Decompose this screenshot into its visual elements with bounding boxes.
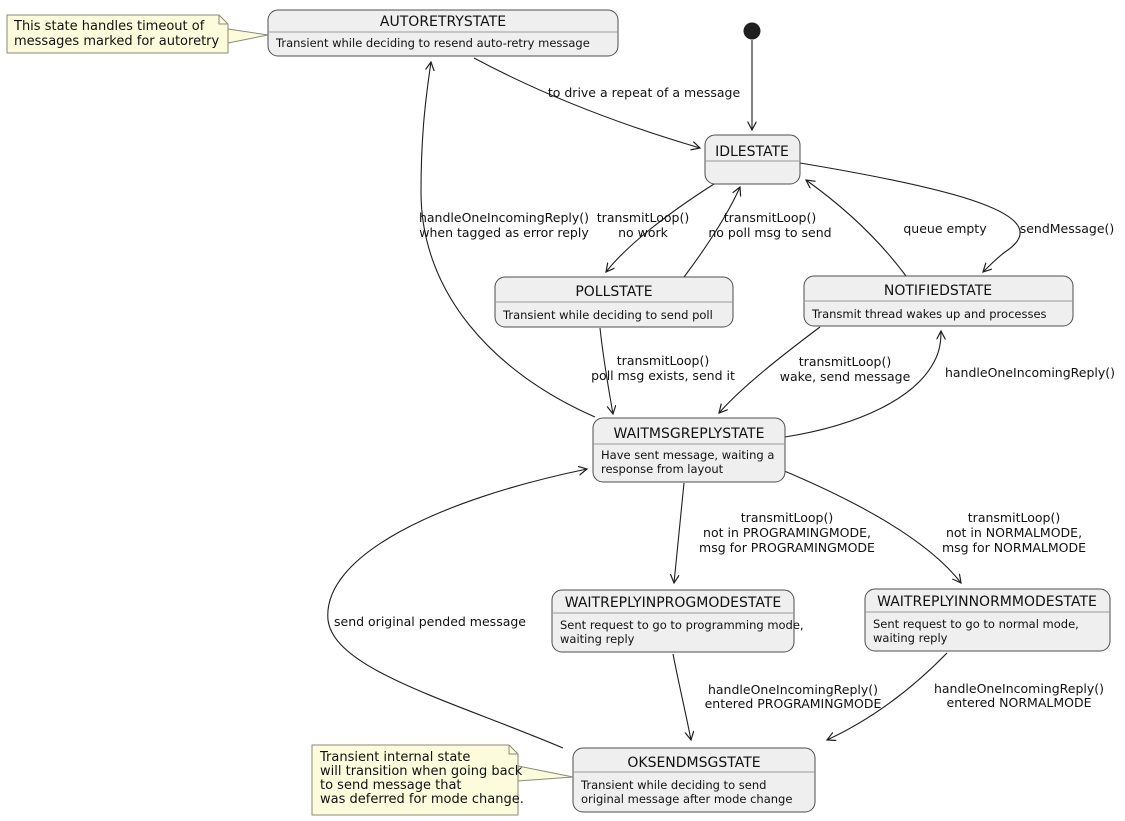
transition-edges — [327, 40, 1021, 749]
state-waitreplyinprogmodestate-box — [551, 589, 795, 653]
edge-waitmsgreplystate-to-waitreplyinprogmodestate — [674, 482, 685, 583]
edge-pollstate-to-idlestate — [683, 187, 740, 278]
state-description: Sent request to go to normal mode, — [873, 617, 1079, 631]
transition-label-send-pended: send original pended message — [334, 614, 526, 629]
transition-label-to-prog-mode: msg for PROGRAMINGMODE — [699, 540, 875, 555]
transition-label-wake-send: wake, send message — [780, 369, 911, 384]
state-title: WAITREPLYINPROGMODESTATE — [565, 595, 781, 611]
state-description: Transmit thread wakes up and processes — [811, 307, 1047, 321]
note-line: Transient internal state — [319, 750, 470, 765]
state-description: response from layout — [601, 462, 724, 476]
note-oksendmsg: Transient internal state will transition… — [311, 744, 574, 816]
initial-state-dot — [743, 22, 761, 40]
state-description: Have sent message, waiting a — [601, 448, 774, 462]
transition-label-to-prog-mode: not in PROGRAMINGMODE, — [703, 525, 871, 540]
note-line: messages marked for autoretry — [14, 34, 220, 49]
edge-notifiedstate-to-idlestate — [806, 180, 907, 277]
transition-label-no-poll-msg: transmitLoop() — [724, 210, 816, 225]
state-waitreplyinnormmodestate-box — [864, 588, 1111, 652]
state-title: IDLESTATE — [715, 144, 789, 160]
transition-label-error-reply: when tagged as error reply — [419, 225, 589, 240]
state-waitreplyinprogmodestate: WAITREPLYINPROGMODESTATE Sent request to… — [551, 589, 804, 653]
state-title: OKSENDMSGSTATE — [627, 755, 760, 771]
note-fold-corner — [218, 15, 228, 25]
state-description: Transient while deciding to send poll — [502, 308, 713, 322]
state-description: Transient while deciding to resend auto-… — [275, 36, 590, 50]
transition-label-entered-prog: handleOneIncomingReply() — [708, 682, 878, 697]
transition-label-entered-norm: handleOneIncomingReply() — [934, 681, 1104, 696]
note-pointer — [227, 28, 269, 44]
state-title: POLLSTATE — [575, 284, 652, 300]
state-oksendmsgstate-box — [572, 747, 816, 813]
transition-label-no-work: transmitLoop() — [597, 210, 689, 225]
transition-label-poll-msg-exists: transmitLoop() — [617, 353, 709, 368]
note-fold-corner — [508, 745, 518, 755]
transition-label-to-norm-mode: transmitLoop() — [968, 510, 1060, 525]
note-body — [311, 744, 519, 816]
transition-label-handle-reply: handleOneIncomingReply() — [945, 365, 1115, 380]
state-description: original message after mode change — [581, 792, 792, 806]
state-title: NOTIFIEDSTATE — [884, 283, 992, 299]
state-description: Sent request to go to programming mode, — [560, 618, 804, 632]
state-autoretrystate: AUTORETRYSTATE Transient while deciding … — [267, 9, 619, 57]
transition-label-error-reply: handleOneIncomingReply() — [419, 210, 589, 225]
transition-label-to-prog-mode: transmitLoop() — [741, 510, 833, 525]
edge-waitmsgreplystate-to-notifiedstate — [784, 331, 941, 438]
transition-label-entered-norm: entered NORMALMODE — [947, 695, 1092, 710]
state-description: waiting reply — [873, 631, 948, 645]
edge-waitreplyinnormmodestate-to-oksendmsgstate — [827, 652, 948, 740]
state-title: WAITMSGREPLYSTATE — [614, 426, 765, 442]
transition-label-queue-empty: queue empty — [903, 221, 987, 236]
state-waitreplyinnormmodestate: WAITREPLYINNORMMODESTATE Sent request to… — [864, 588, 1111, 652]
edge-idlestate-to-pollstate — [606, 183, 715, 272]
state-idlestate: IDLESTATE — [704, 134, 801, 185]
state-waitmsgreplystate-box — [592, 417, 786, 483]
state-waitmsgreplystate: WAITMSGREPLYSTATE Have sent message, wai… — [592, 417, 786, 483]
transition-label-wake-send: transmitLoop() — [799, 354, 891, 369]
state-idlestate-box — [704, 134, 801, 185]
note-line: This state handles timeout of — [13, 19, 205, 34]
state-title: WAITREPLYINNORMMODESTATE — [877, 594, 1097, 610]
transition-label-to-norm-mode: msg for NORMALMODE — [942, 540, 1086, 555]
edge-idlestate-to-notifiedstate — [799, 162, 1021, 272]
note-line: was deferred for mode change. — [320, 792, 524, 807]
transition-label-to-norm-mode: not in NORMALMODE, — [946, 525, 1082, 540]
transition-label-entered-prog: entered PROGRAMINGMODE — [705, 696, 882, 711]
note-line: will transition when going back — [320, 764, 523, 779]
note-pointer — [517, 765, 574, 782]
state-autoretrystate-box — [267, 9, 619, 57]
state-oksendmsgstate: OKSENDMSGSTATE Transient while deciding … — [572, 747, 816, 813]
transition-labels: to drive a repeat of a message handleOne… — [334, 85, 1115, 711]
edge-oksendmsgstate-to-waitmsgreplystate — [327, 469, 587, 749]
edge-waitreplyinprogmodestate-to-oksendmsgstate — [672, 653, 691, 740]
state-title: AUTORETRYSTATE — [380, 14, 506, 30]
transition-label-no-poll-msg: no poll msg to send — [708, 225, 831, 240]
edge-waitmsgreplystate-to-autoretrystate — [420, 62, 596, 418]
edge-autoretrystate-to-idlestate — [473, 57, 700, 148]
transition-label-poll-msg-exists: poll msg exists, send it — [591, 368, 735, 383]
transition-label-no-work: no work — [618, 225, 669, 240]
note-autoretry: This state handles timeout of messages m… — [6, 14, 269, 54]
edge-notifiedstate-to-waitmsgreplystate — [719, 326, 821, 413]
state-notifiedstate: NOTIFIEDSTATE Transmit thread wakes up a… — [803, 275, 1074, 327]
state-description: Transient while deciding to send — [580, 778, 766, 792]
note-line: to send message that — [320, 778, 462, 793]
edge-pollstate-to-waitmsgreplystate — [599, 327, 613, 414]
transition-label-send-message: sendMessage() — [1020, 221, 1115, 236]
state-pollstate: POLLSTATE Transient while deciding to se… — [494, 276, 734, 328]
edge-waitmsgreplystate-to-waitreplyinnormmodestate — [781, 469, 961, 583]
transition-label-repeat: to drive a repeat of a message — [548, 85, 741, 100]
state-description: waiting reply — [560, 632, 635, 646]
note-body — [6, 14, 229, 54]
